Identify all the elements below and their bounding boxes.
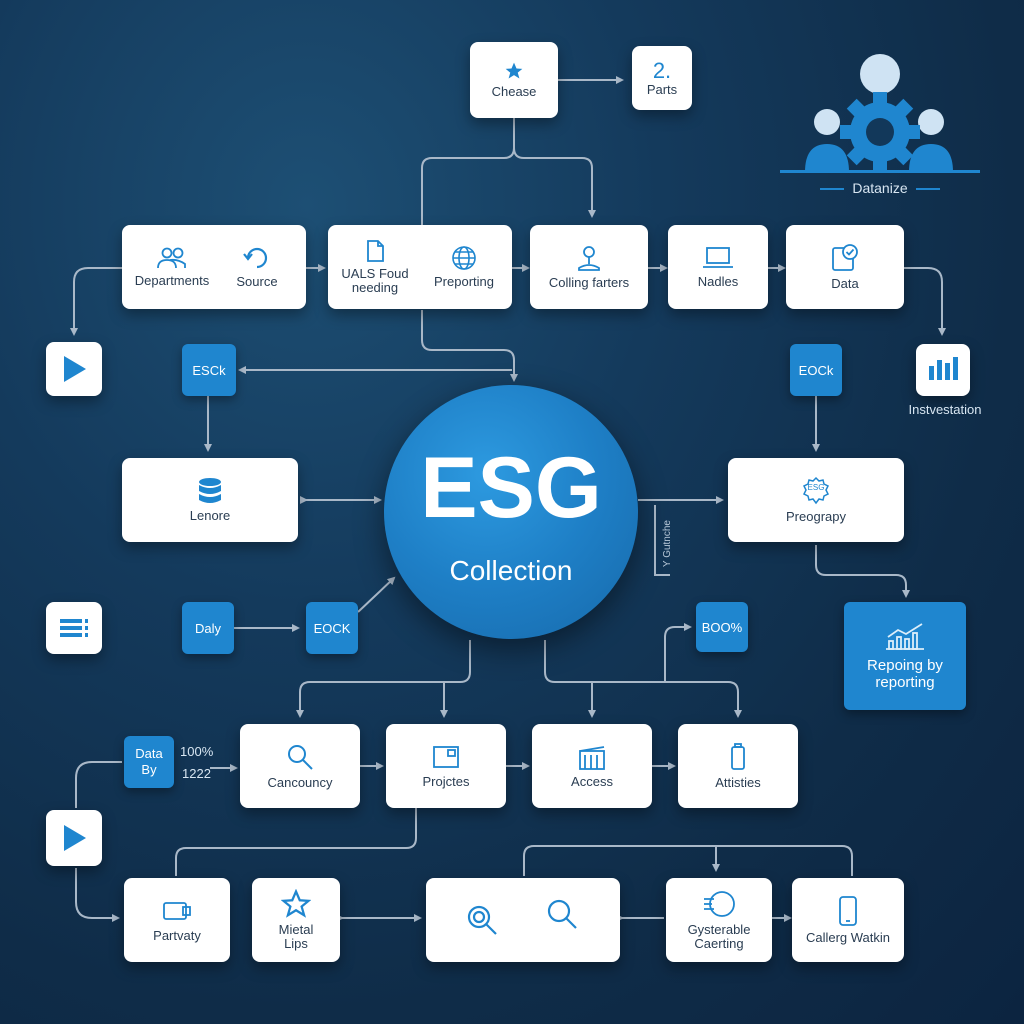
- data-label: Data: [831, 276, 859, 291]
- esck-badge[interactable]: ESCk: [182, 344, 236, 396]
- choose-label: Chease: [491, 84, 537, 99]
- database-icon: [199, 478, 221, 503]
- uals-label-line2: needing: [351, 280, 399, 295]
- folder-icon: [433, 746, 459, 768]
- play-button-lower[interactable]: [46, 810, 102, 866]
- zoom-icon: [467, 905, 497, 935]
- gysterable-node[interactable]: Gysterable Caerting: [666, 878, 772, 962]
- book-badge[interactable]: BOO%: [696, 602, 748, 652]
- projctes-node[interactable]: Projctes: [386, 724, 506, 808]
- card-reader-icon: [163, 902, 191, 920]
- esg-badge-icon: [802, 476, 830, 505]
- instvestation-node[interactable]: [916, 344, 970, 396]
- datanize-label: Datanize: [852, 180, 908, 196]
- choose-node[interactable]: Chease: [470, 42, 558, 118]
- laptop-icon: [703, 247, 733, 268]
- cancouncy-label: Cancouncy: [267, 775, 333, 790]
- play-button-top[interactable]: [46, 342, 102, 396]
- reporting-node[interactable]: Repoing by reporting: [844, 602, 966, 710]
- esg-collection-hub[interactable]: ESG Collection: [384, 385, 638, 639]
- esg-subtitle: Collection: [449, 555, 573, 586]
- globe-icon: [452, 246, 476, 270]
- document-icon: [367, 240, 384, 262]
- play-icon: [64, 356, 86, 382]
- colling-farters-label: Colling farters: [548, 275, 630, 290]
- attisties-node[interactable]: Attisties: [678, 724, 798, 808]
- gysterable-label-line2: Caerting: [694, 936, 744, 951]
- progrophy-label: Preograpy: [786, 509, 846, 524]
- datanize-label-row: Datanize: [780, 180, 980, 196]
- side-text: Y Gutnche: [662, 520, 673, 568]
- data-by-line2: By: [141, 762, 157, 777]
- parts-label: Parts: [646, 82, 678, 97]
- reporting-label-line2: reporting: [875, 674, 935, 691]
- speed-circle-icon: [704, 891, 735, 917]
- instvestation-label: Instvestation: [908, 402, 982, 417]
- calling-watkin-label: Callerg Watkin: [805, 930, 891, 945]
- progrophy-badge-text: ESG: [807, 483, 825, 492]
- projctes-label: Projctes: [422, 774, 470, 789]
- reporting-label-line1: Repoing by: [867, 657, 943, 674]
- partvaty-label: Partvaty: [153, 928, 201, 943]
- star-icon: [505, 62, 523, 79]
- refresh-icon: [243, 247, 268, 269]
- person-pin-icon: [578, 246, 600, 271]
- esg-title: ESG: [420, 440, 602, 536]
- search-icon: [547, 899, 577, 929]
- departments-label: Departments: [134, 273, 210, 288]
- stat-count: 1222: [182, 766, 211, 781]
- departments-source-node[interactable]: Departments Source: [122, 225, 306, 309]
- source-label: Source: [236, 274, 278, 289]
- magnifier-icon: [288, 745, 313, 770]
- mietal-lips-node[interactable]: Mietal Lips: [252, 878, 340, 962]
- search-pair-node[interactable]: [426, 878, 620, 962]
- eock-badge-lower[interactable]: EOCK: [306, 602, 358, 654]
- parts-node[interactable]: 2. Parts: [632, 46, 692, 110]
- uals-label-line1: UALS Foud: [341, 266, 409, 281]
- building-icon: [579, 746, 605, 770]
- team-gear-icon: [780, 54, 980, 173]
- data-by-line1: Data: [135, 746, 163, 761]
- preporting-label: Preporting: [434, 274, 494, 289]
- mietal-label-line2: Lips: [284, 936, 308, 951]
- users-icon: [157, 247, 186, 269]
- battery-icon: [731, 743, 745, 770]
- gysterable-label-line1: Gysterable: [687, 922, 751, 937]
- uals-preporting-node[interactable]: UALS Foud needing Preporting: [328, 225, 512, 309]
- calling-watkin-node[interactable]: Callerg Watkin: [792, 878, 904, 962]
- data-node[interactable]: Data: [786, 225, 904, 309]
- access-label: Access: [571, 774, 613, 789]
- trend-chart-icon: [886, 623, 924, 650]
- daly-badge[interactable]: Daly: [182, 602, 234, 654]
- eock-badge-right[interactable]: EOCk: [790, 344, 842, 396]
- list-icon: [60, 619, 88, 637]
- stat-percent: 100%: [180, 744, 214, 759]
- progrophy-node[interactable]: ESG Preograpy: [728, 458, 904, 542]
- data-by-badge[interactable]: Data By: [124, 736, 174, 788]
- nadles-node[interactable]: Nadles: [668, 225, 768, 309]
- cancouncy-node[interactable]: Cancouncy: [240, 724, 360, 808]
- mietal-label-line1: Mietal: [278, 922, 314, 937]
- play-icon: [64, 825, 86, 851]
- lenore-label: Lenore: [189, 508, 231, 523]
- access-node[interactable]: Access: [532, 724, 652, 808]
- list-button[interactable]: [46, 602, 102, 654]
- star-outline-icon: [281, 889, 311, 918]
- lenore-node[interactable]: Lenore: [122, 458, 298, 542]
- phone-icon: [839, 896, 857, 926]
- nadles-label: Nadles: [697, 274, 739, 289]
- parts-number: 2.: [652, 58, 672, 83]
- check-tablet-icon: [832, 244, 858, 271]
- attisties-label: Attisties: [715, 775, 761, 790]
- partvaty-node[interactable]: Partvaty: [124, 878, 230, 962]
- datanize-emblem: Datanize: [780, 44, 980, 204]
- bar-chart-icon: [929, 357, 958, 380]
- colling-farters-node[interactable]: Colling farters: [530, 225, 648, 309]
